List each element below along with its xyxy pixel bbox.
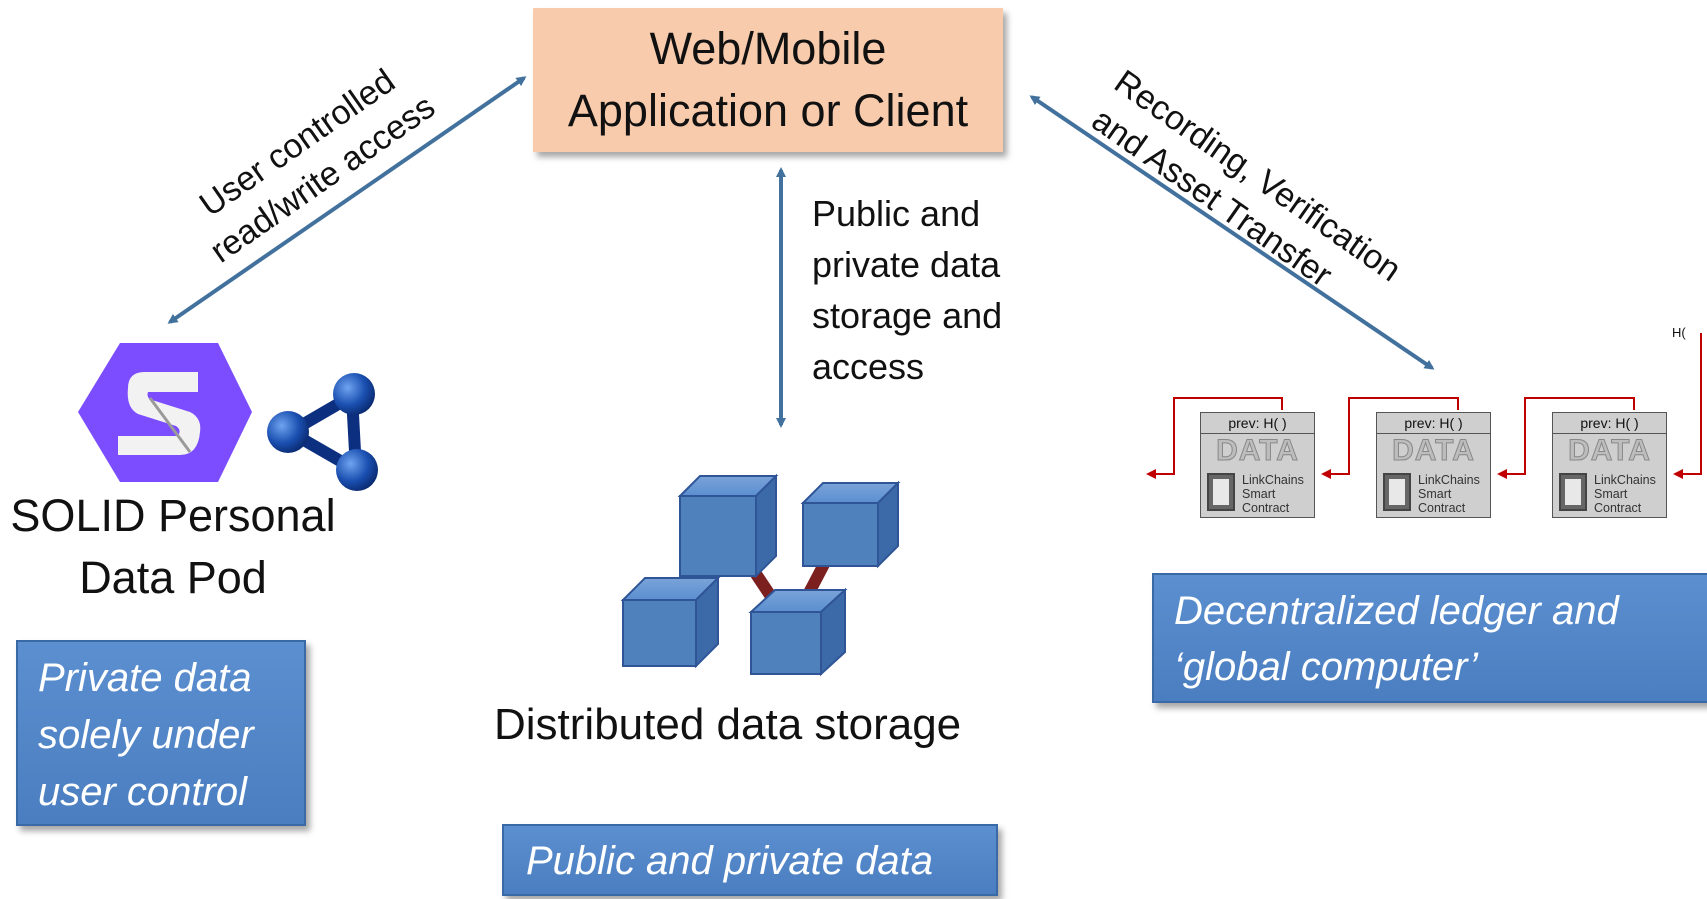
block-2-contract-line2: Smart — [1418, 487, 1452, 501]
center-arrow-label-line2: private data — [812, 244, 1001, 285]
block-3-contract-line1: LinkChains — [1594, 473, 1656, 487]
rdf-graph-icon — [267, 373, 378, 491]
block-2-contract: LinkChains Smart Contract — [1418, 473, 1480, 515]
block-3-contract-line3: Contract — [1594, 501, 1642, 515]
hash-edge-label: H( — [1672, 325, 1686, 340]
solid-logo-icon — [78, 343, 252, 482]
private-data-box: Private data solely under user control — [16, 640, 306, 826]
ledger-box-line1: Decentralized ledger and — [1174, 589, 1619, 633]
solid-label: SOLID Personal Data Pod — [8, 485, 338, 609]
left-arrow — [167, 76, 527, 324]
ledger-box-line2: ‘global computer’ — [1174, 645, 1478, 689]
block-1-contract-line3: Contract — [1242, 501, 1290, 515]
center-arrow-label-line1: Public and — [812, 193, 981, 234]
center-arrow-label-line4: access — [812, 346, 925, 387]
contract-document-icon — [1559, 473, 1587, 511]
center-arrow-label-line3: storage and — [812, 295, 1003, 336]
contract-document-icon — [1207, 473, 1235, 511]
block-3-contract-line2: Smart — [1594, 487, 1628, 501]
right-arrow — [1029, 95, 1435, 370]
solid-label-line1: SOLID Personal — [10, 490, 336, 541]
block-2-contract-line3: Contract — [1418, 501, 1466, 515]
private-data-line1: Private data — [38, 656, 252, 700]
solid-label-line2: Data Pod — [79, 552, 267, 603]
ledger-block-1: prev: H( ) DATA LinkChains Smart Contrac… — [1200, 412, 1315, 518]
block-1-header: prev: H( ) — [1201, 413, 1314, 434]
public-private-data-box: Public and private data — [502, 824, 998, 896]
cube-network-icon — [620, 473, 901, 677]
ledger-block-3: prev: H( ) DATA LinkChains Smart Contrac… — [1552, 412, 1667, 518]
decentralized-ledger-box: Decentralized ledger and ‘global compute… — [1152, 573, 1707, 703]
block-1-data: DATA — [1216, 434, 1299, 468]
block-3-data: DATA — [1568, 434, 1651, 468]
contract-document-icon — [1383, 473, 1411, 511]
app-title-line2: Application or Client — [567, 85, 969, 136]
block-2-header: prev: H( ) — [1377, 413, 1490, 434]
block-3-header: prev: H( ) — [1553, 413, 1666, 434]
private-data-line2: solely under — [38, 713, 254, 757]
block-3-contract: LinkChains Smart Contract — [1594, 473, 1656, 515]
app-client-box: Web/Mobile Application or Client — [533, 8, 1003, 152]
block-1-contract-line2: Smart — [1242, 487, 1276, 501]
chain-links — [1146, 333, 1702, 479]
storage-title: Distributed data storage — [494, 700, 962, 749]
private-data-line3: user control — [38, 770, 247, 814]
block-1-contract: LinkChains Smart Contract — [1242, 473, 1304, 515]
ledger-block-2: prev: H( ) DATA LinkChains Smart Contrac… — [1376, 412, 1491, 518]
block-2-contract-line1: LinkChains — [1418, 473, 1480, 487]
center-arrow-label: Public and private data storage and acce… — [812, 188, 1002, 392]
block-2-data: DATA — [1392, 434, 1475, 468]
app-title-line1: Web/Mobile — [649, 23, 887, 74]
block-1-contract-line1: LinkChains — [1242, 473, 1304, 487]
